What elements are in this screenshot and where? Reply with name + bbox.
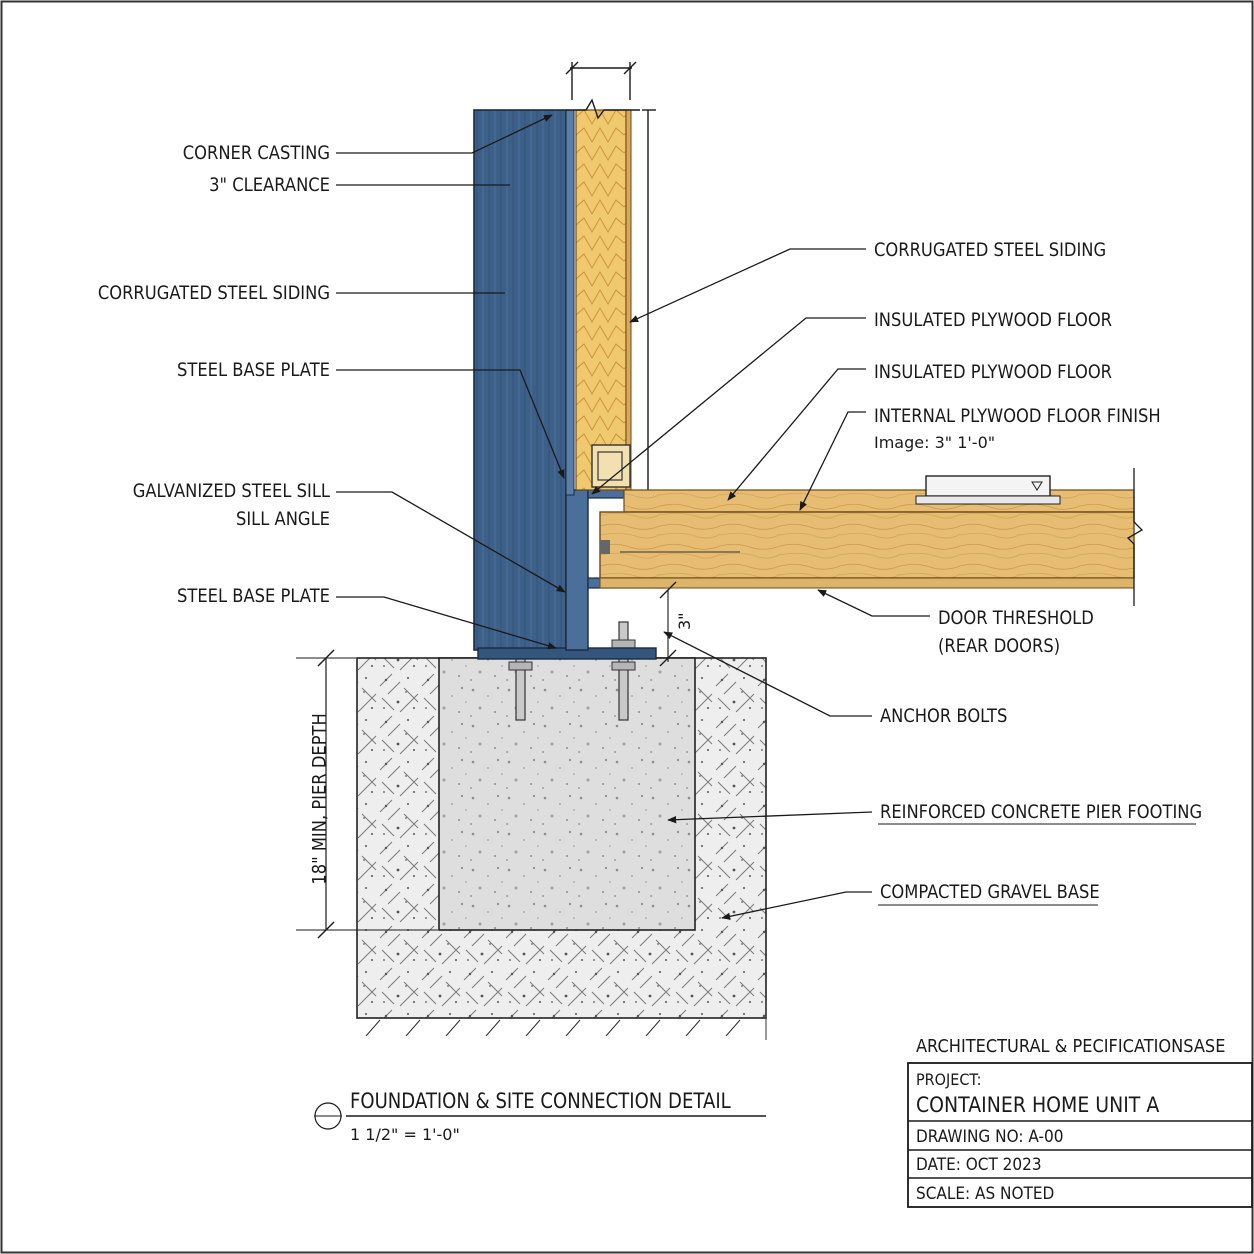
- door-threshold: [925, 475, 1051, 497]
- floor-bolt: [600, 540, 610, 554]
- break-line: [565, 61, 656, 490]
- threshold-marker-icon: [1031, 481, 1043, 491]
- label-anchor-bolts: ANCHOR BOLTS: [880, 706, 1007, 727]
- bolt-nut: [508, 661, 533, 671]
- pier-depth-dimension: 18" MIN, PIER DEPTH: [296, 649, 438, 939]
- label-internal-finish-note: Image: 3" 1'-0": [874, 433, 995, 452]
- interior-plywood-lining: [625, 109, 632, 491]
- title-block-drawing-no: DRAWING NO: A-00: [916, 1126, 1063, 1146]
- concrete-pier-footing: [438, 657, 696, 931]
- gap-dimension: 3": [659, 581, 694, 667]
- label-internal-finish: INTERNAL PLYWOOD FLOOR FINISH: [874, 406, 1161, 427]
- container-wall: [473, 109, 669, 660]
- siding-skin: [565, 109, 575, 496]
- label-corrugated-siding-left: CORRUGATED STEEL SIDING: [98, 283, 330, 304]
- wall-insulation: [575, 109, 627, 491]
- floor-underlayer: [599, 577, 1135, 589]
- ground-hatch: [365, 1000, 767, 1040]
- label-clearance: 3" CLEARANCE: [209, 175, 330, 196]
- title-block-project-name: CONTAINER HOME UNIT A: [916, 1092, 1160, 1117]
- detail-scale-text: 1 1/2" = 1'-0": [350, 1125, 460, 1144]
- left-leaders: [336, 114, 566, 650]
- label-steel-base-plate-2: STEEL BASE PLATE: [177, 586, 330, 607]
- title-block-date: DATE: OCT 2023: [916, 1154, 1042, 1174]
- label-sill-angle: SILL ANGLE: [236, 509, 330, 530]
- sill-channel: [565, 489, 589, 651]
- label-gravel-base: COMPACTED GRAVEL BASE: [880, 882, 1100, 903]
- anchor-bolt-right: [618, 621, 629, 721]
- foundation-section: [356, 657, 767, 1040]
- detail-title: FOUNDATION & SITE CONNECTION DETAIL 1 1/…: [314, 1089, 766, 1144]
- label-door-threshold: DOOR THRESHOLD: [938, 608, 1094, 629]
- label-steel-base-plate-1: STEEL BASE PLATE: [177, 360, 330, 381]
- floor-joist: [599, 511, 1135, 579]
- label-insulated-floor-2: INSULATED PLYWOOD FLOOR: [874, 362, 1112, 383]
- right-leaders: [591, 248, 930, 920]
- label-pier-footing: REINFORCED CONCRETE PIER FOOTING: [880, 802, 1202, 823]
- title-block: ARCHITECTURAL & PECIFICATIONSASE PROJECT…: [907, 1036, 1253, 1208]
- title-block-header: ARCHITECTURAL & PECIFICATIONSASE: [916, 1036, 1225, 1057]
- bolt-nut: [611, 661, 636, 671]
- floor-assembly: [599, 468, 1144, 606]
- label-corrugated-siding-right: CORRUGATED STEEL SIDING: [874, 240, 1106, 261]
- label-rear-doors: (REAR DOORS): [938, 636, 1060, 657]
- title-block-project-label: PROJECT:: [916, 1070, 981, 1089]
- corner-casting-column: [473, 109, 567, 651]
- detail-title-text: FOUNDATION & SITE CONNECTION DETAIL: [350, 1089, 731, 1114]
- label-corner-casting: CORNER CASTING: [183, 143, 330, 164]
- gap-label: 3": [675, 612, 694, 630]
- label-galvanized-sill: GALVANIZED STEEL SILL: [133, 481, 330, 502]
- label-insulated-floor-1: INSULATED PLYWOOD FLOOR: [874, 310, 1112, 331]
- title-block-scale: SCALE: AS NOTED: [916, 1183, 1054, 1203]
- floor-break: [1126, 468, 1144, 606]
- pier-depth-label: 18" MIN, PIER DEPTH: [309, 713, 330, 884]
